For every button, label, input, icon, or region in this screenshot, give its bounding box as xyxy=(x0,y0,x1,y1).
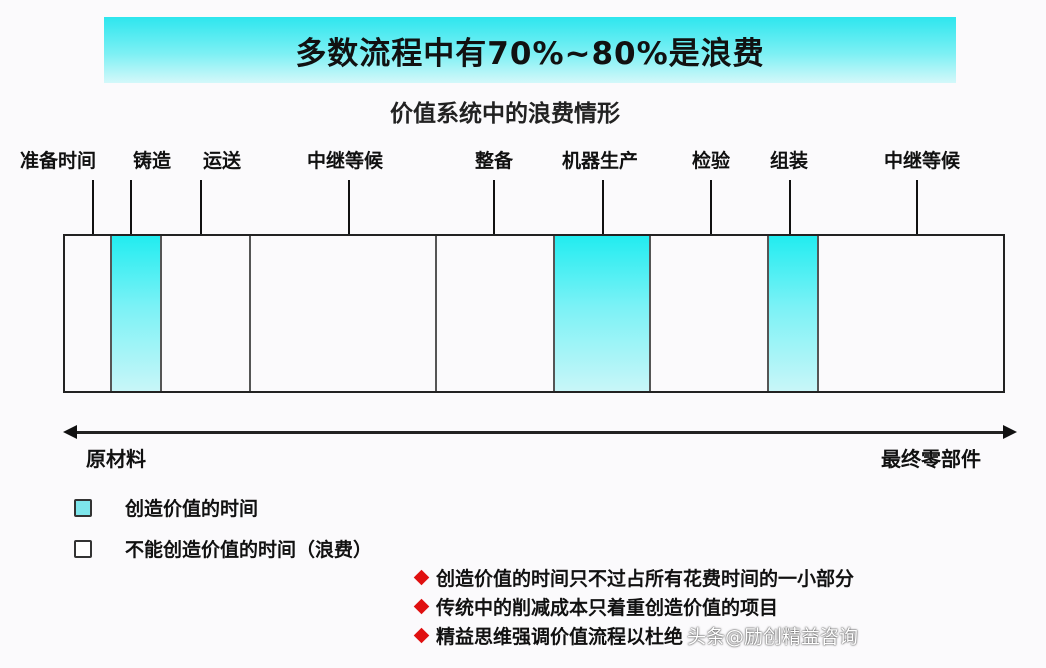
bullet-text: 创造价值的时间只不过占所有花费时间的一小部分 xyxy=(436,568,855,590)
diamond-bullet-icon xyxy=(413,627,430,644)
segment-waste xyxy=(63,236,112,391)
segment-waste xyxy=(162,236,251,391)
legend-label: 创造价值的时间 xyxy=(125,498,259,520)
watermark: 头条@励创精益咨询 xyxy=(687,626,859,648)
legend-label: 不能创造价值的时间（浪费） xyxy=(125,539,373,561)
segment-value xyxy=(112,236,162,391)
step-label: 中继等候 xyxy=(883,150,961,172)
legend-item-waste: 不能创造价值的时间（浪费） xyxy=(74,535,372,562)
segment-waste xyxy=(651,236,769,391)
step-label: 组装 xyxy=(769,150,809,172)
diagram-subtitle: 价值系统中的浪费情形 xyxy=(390,101,620,127)
step-label: 检验 xyxy=(691,150,731,172)
step-label: 中继等候 xyxy=(306,150,384,172)
process-direction-axis xyxy=(63,425,1017,439)
value-swatch-icon xyxy=(74,498,92,517)
legend-item-value: 创造价值的时间 xyxy=(74,494,258,521)
waste-swatch-icon xyxy=(74,539,92,558)
bullet-item: 精益思维强调价值流程以杜绝 头条@励创精益咨询 xyxy=(412,621,858,650)
diamond-bullet-icon xyxy=(413,569,430,586)
page-title: 多数流程中有70%~80%是浪费 xyxy=(295,35,765,72)
step-label: 机器生产 xyxy=(561,150,639,172)
title-banner: 多数流程中有70%~80%是浪费 xyxy=(104,17,956,83)
key-points: 创造价值的时间只不过占所有花费时间的一小部分 传统中的削减成本只着重创造价值的项… xyxy=(412,563,858,650)
step-label: 整备 xyxy=(474,150,514,172)
segment-waste xyxy=(437,236,555,391)
step-label: 铸造 xyxy=(132,150,172,172)
step-label: 准备时间 xyxy=(19,150,97,172)
step-label: 运送 xyxy=(202,150,242,172)
segment-waste xyxy=(251,236,437,391)
segment-value xyxy=(769,236,819,391)
segment-waste xyxy=(819,236,1005,391)
bullet-text: 精益思维强调价值流程以杜绝 xyxy=(436,626,684,648)
axis-start-label: 原材料 xyxy=(86,447,146,471)
bullet-text: 传统中的削减成本只着重创造价值的项目 xyxy=(436,597,779,619)
segment-value xyxy=(555,236,651,391)
value-stream-bar xyxy=(63,234,1005,393)
bullet-item: 创造价值的时间只不过占所有花费时间的一小部分 xyxy=(412,563,858,592)
axis-end-label: 最终零部件 xyxy=(881,447,981,471)
bullet-item: 传统中的削减成本只着重创造价值的项目 xyxy=(412,592,858,621)
diamond-bullet-icon xyxy=(413,598,430,615)
